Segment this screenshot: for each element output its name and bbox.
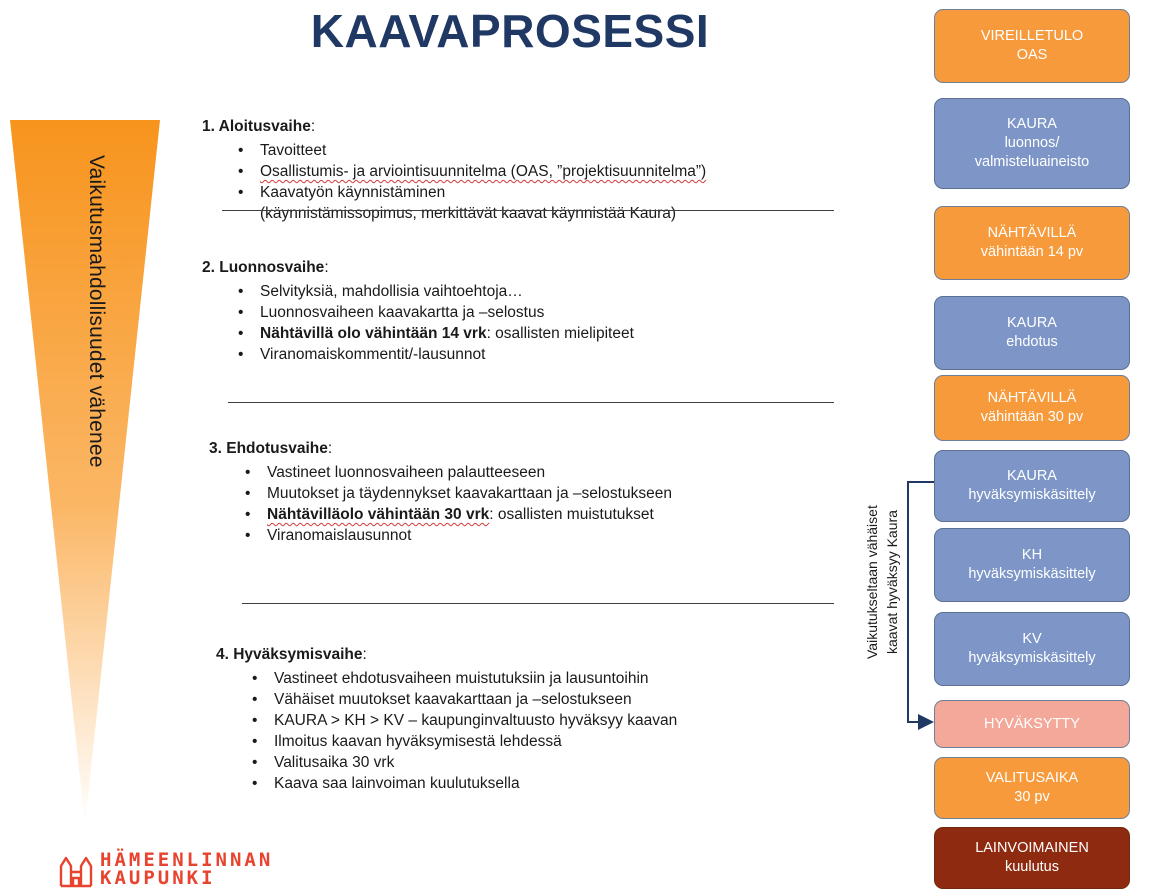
phase-aloitusvaihe: 1. Aloitusvaihe: Tavoitteet Osallistumis… — [202, 118, 706, 224]
list-item: Vastineet luonnosvaiheen palautteeseen — [245, 462, 672, 483]
castle-icon — [59, 856, 93, 888]
list-item-continuation: (käynnistämissopimus, merkittävät kaavat… — [260, 205, 677, 222]
list-item: Tavoitteet — [238, 140, 706, 161]
list-item: KAURA > KH > KV – kaupunginvaltuusto hyv… — [252, 710, 677, 731]
separator-line — [242, 603, 834, 604]
list-item: Kaava saa lainvoiman kuulutuksella — [252, 773, 677, 794]
separator-line — [222, 210, 834, 211]
phase-luonnosvaihe: 2. Luonnosvaihe: Selvityksiä, mahdollisi… — [202, 259, 634, 365]
separator-line — [228, 402, 834, 403]
city-logo: HÄMEENLINNAN KAUPUNKI — [58, 848, 338, 894]
phase-title: 3. Ehdotusvaihe: — [209, 440, 333, 457]
list-item: Muutokset ja täydennykset kaavakarttaan … — [245, 483, 672, 504]
list-item: Kaavatyön käynnistäminen — [238, 182, 706, 203]
list-item: Ilmoitus kaavan hyväksymisestä lehdessä — [252, 731, 677, 752]
step-hyvaksytty: HYVÄKSYTTY — [934, 700, 1130, 748]
page-title: KAAVAPROSESSI — [310, 5, 710, 57]
list-item: Vähäiset muutokset kaavakarttaan ja –sel… — [252, 689, 677, 710]
list-item: Viranomaiskommentit/-lausunnot — [238, 344, 634, 365]
phase-title: 2. Luonnosvaihe: — [202, 259, 329, 276]
list-item: Selvityksiä, mahdollisia vaihtoehtoja… — [238, 281, 634, 302]
list-item: Valitusaika 30 vrk — [252, 752, 677, 773]
list-item: Vastineet ehdotusvaiheen muistutuksiin j… — [252, 668, 677, 689]
logo-text: HÄMEENLINNAN KAUPUNKI — [100, 849, 274, 889]
phase-title: 4. Hyväksymisvaihe: — [216, 646, 367, 663]
phase-ehdotusvaihe: 3. Ehdotusvaihe: Vastineet luonnosvaihee… — [209, 440, 672, 546]
list-item: Osallistumis- ja arviointisuunnitelma (O… — [238, 161, 706, 182]
list-item: Luonnosvaiheen kaavakartta ja –selostus — [238, 302, 634, 323]
funnel-graphic — [10, 120, 160, 825]
phase-hyvaksymisvaihe: 4. Hyväksymisvaihe: Vastineet ehdotusvai… — [216, 646, 677, 794]
list-item: Viranomaislausunnot — [245, 525, 672, 546]
shortcut-arrow — [907, 481, 934, 730]
list-item: Nähtävillä olo vähintään 14 vrk: osallis… — [238, 323, 634, 344]
phase-title: 1. Aloitusvaihe: — [202, 118, 316, 135]
funnel-label: Vaikutusmahdollisuudet vähenee — [85, 155, 108, 468]
list-item: Nähtävilläolo vähintään 30 vrk: osallist… — [245, 504, 672, 525]
